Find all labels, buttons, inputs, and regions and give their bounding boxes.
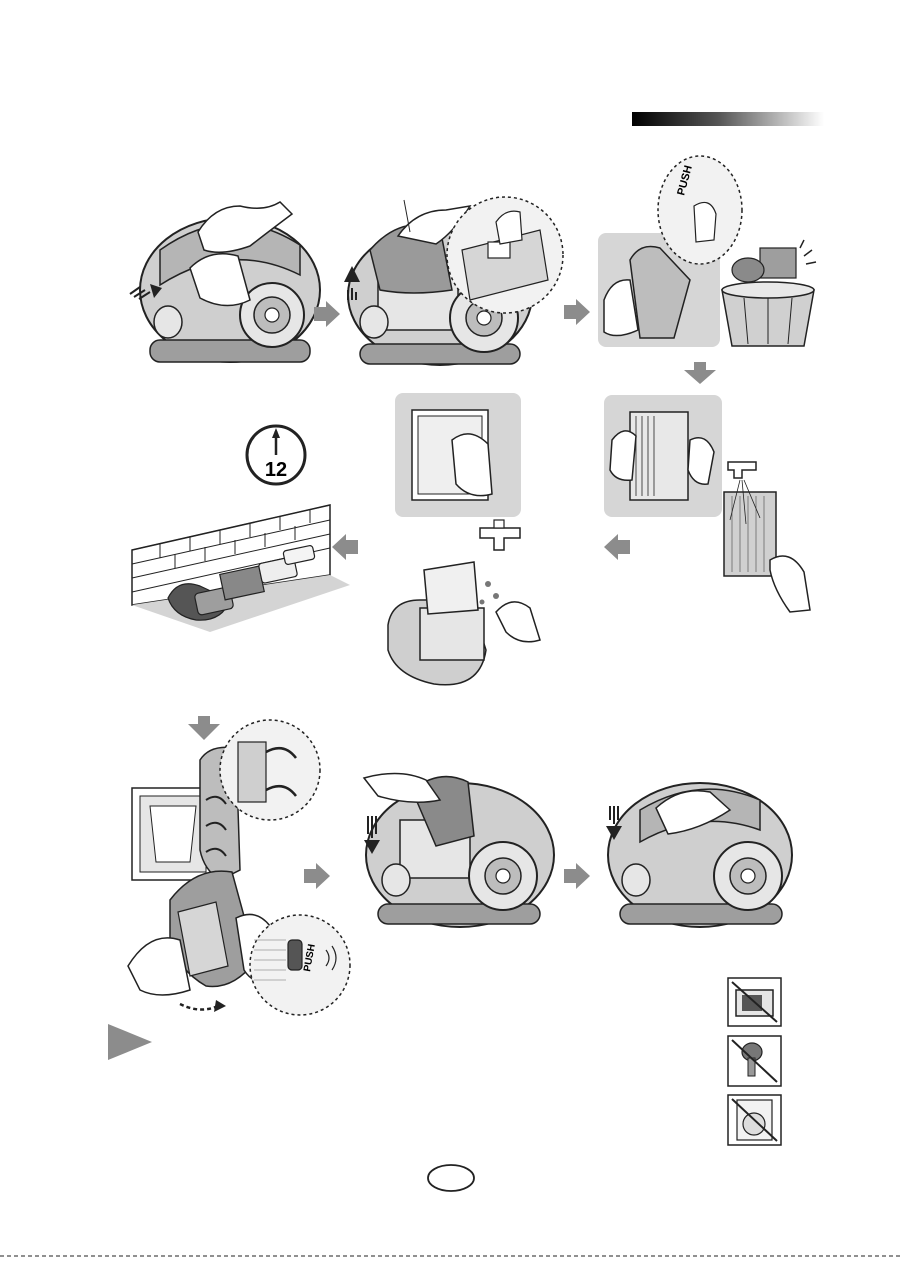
step-6-dry-illustration: 12 <box>132 426 350 632</box>
step-3-remove-dust-illustration: PUSH <box>598 156 816 347</box>
no-microwave-dry-icon <box>728 978 781 1026</box>
step-8-insert-filter-illustration <box>364 773 554 927</box>
clock-label: 12 <box>265 459 287 481</box>
step-2-lift-filter-illustration <box>344 197 563 365</box>
step-4-separate-filter-illustration <box>604 395 810 612</box>
flow-arrow-down-2 <box>188 716 220 740</box>
step-9-close-cover-illustration <box>606 783 792 927</box>
step-5-wash-filter-illustration <box>388 393 540 685</box>
flow-arrow-down <box>684 362 716 384</box>
no-washing-machine-icon <box>728 1095 781 1145</box>
flow-arrow-2 <box>564 299 590 325</box>
page-number-badge <box>428 1165 474 1191</box>
no-hairdryer-icon <box>728 1036 781 1086</box>
step-1-open-cover-illustration <box>130 202 320 362</box>
note-marker <box>108 1024 152 1060</box>
flow-arrow-5 <box>304 863 330 889</box>
flow-arrow-4 <box>332 534 358 560</box>
flow-arrow-6 <box>564 863 590 889</box>
flow-arrow-3 <box>604 534 630 560</box>
